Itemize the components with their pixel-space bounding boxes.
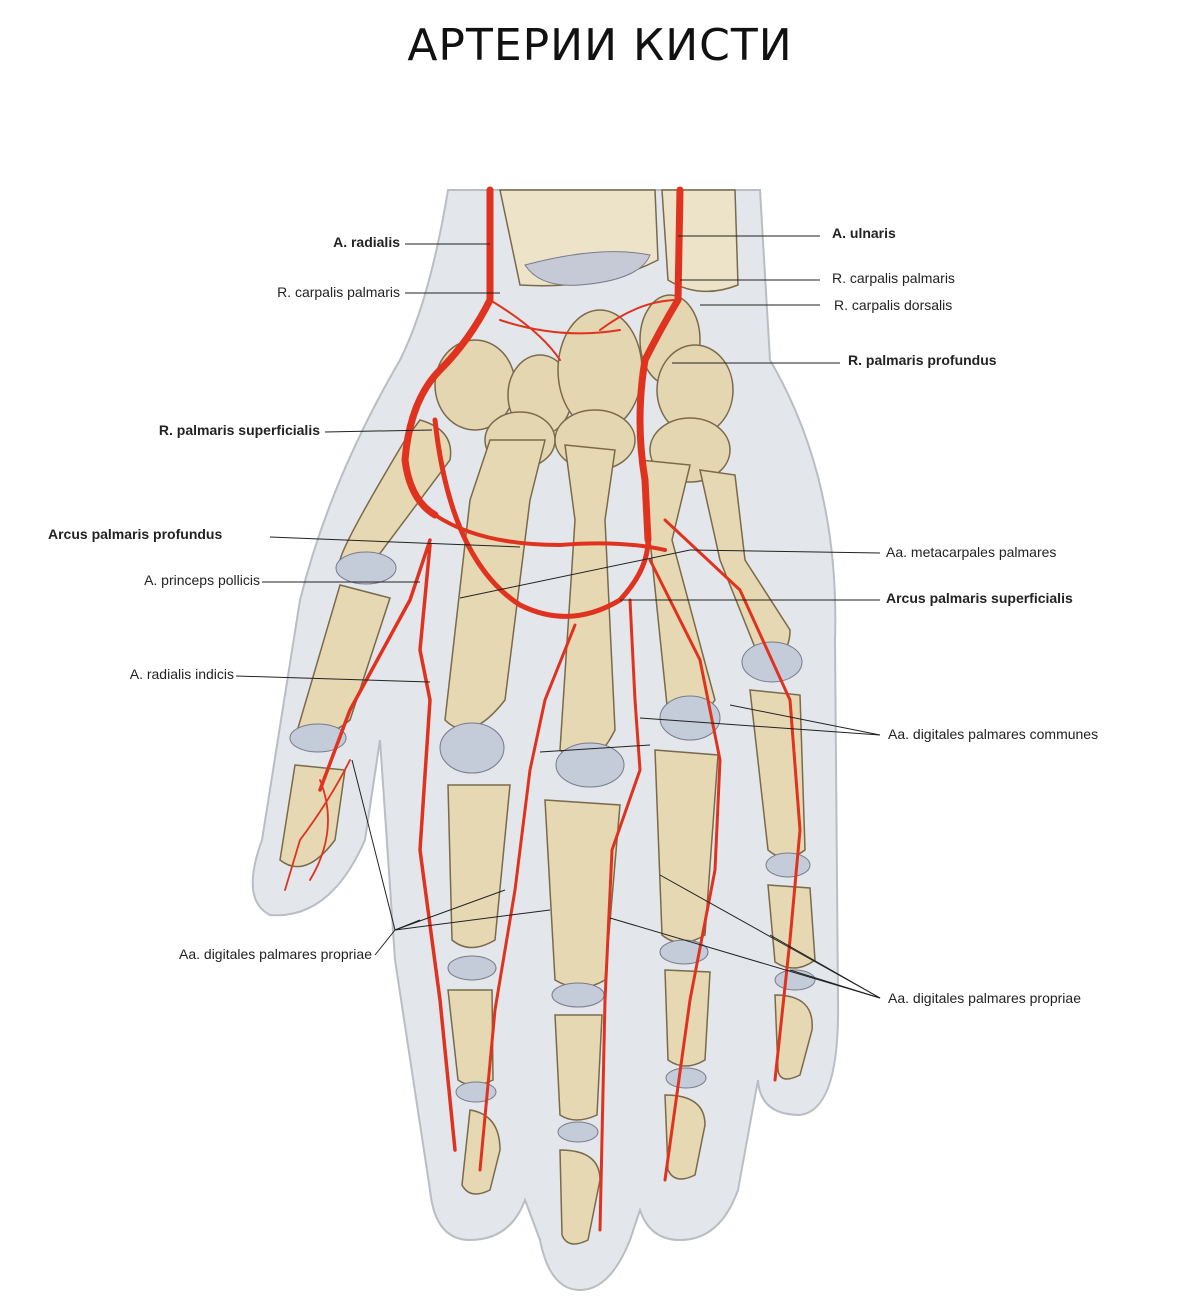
ulna-bone <box>661 189 739 293</box>
label-arcus-palmaris-superficialis: Arcus palmaris superficialis <box>886 590 1073 606</box>
label-r-palmaris-superficialis: R. palmaris superficialis <box>158 422 320 438</box>
radial-artery <box>401 186 494 519</box>
label-a-ulnaris: A. ulnaris <box>832 225 896 241</box>
digital-common-3 <box>648 558 722 1182</box>
label-r-carpalis-palmaris-right: R. carpalis palmaris <box>832 270 955 286</box>
digital-common-2 <box>598 598 642 1232</box>
label-aa-digitales-propriae-right: Aa. digitales palmares propriae <box>888 990 1081 1006</box>
label-aa-digitales-propriae-left: Aa. digitales palmares propriae <box>179 946 372 962</box>
superficial-palmar-arch <box>432 417 651 619</box>
page-title: АРТЕРИИ КИСТИ <box>407 20 793 71</box>
phalanges <box>279 584 816 1245</box>
carpal-branches <box>489 299 679 361</box>
digital-common-1 <box>478 623 577 1172</box>
joint-cartilage <box>289 723 816 1143</box>
label-r-palmaris-profundus: R. palmaris profundus <box>848 352 997 368</box>
label-aa-digitales-communes: Aa. digitales palmares communes <box>888 726 1099 742</box>
label-a-radialis: A. radialis <box>333 234 400 250</box>
princeps-pollicis <box>318 538 432 792</box>
digital-little <box>663 518 802 1082</box>
leader-lines <box>235 235 881 999</box>
label-r-carpalis-palmaris-left: R. carpalis palmaris <box>277 284 400 300</box>
ulnar-artery <box>636 186 684 544</box>
label-a-princeps-pollicis: A. princeps pollicis <box>144 572 260 588</box>
radius-bone <box>499 189 659 287</box>
label-arcus-palmaris-profundus: Arcus palmaris profundus <box>48 526 223 542</box>
radialis-indicis <box>418 543 457 1152</box>
label-r-carpalis-dorsalis: R. carpalis dorsalis <box>834 297 953 313</box>
deep-palmar-arch <box>433 513 667 552</box>
label-aa-metacarpales-palmares: Aa. metacarpales palmares <box>886 544 1057 560</box>
arteries <box>284 186 802 1232</box>
thumb-branches <box>284 759 351 891</box>
label-a-radialis-indicis: A. radialis indicis <box>129 666 234 682</box>
